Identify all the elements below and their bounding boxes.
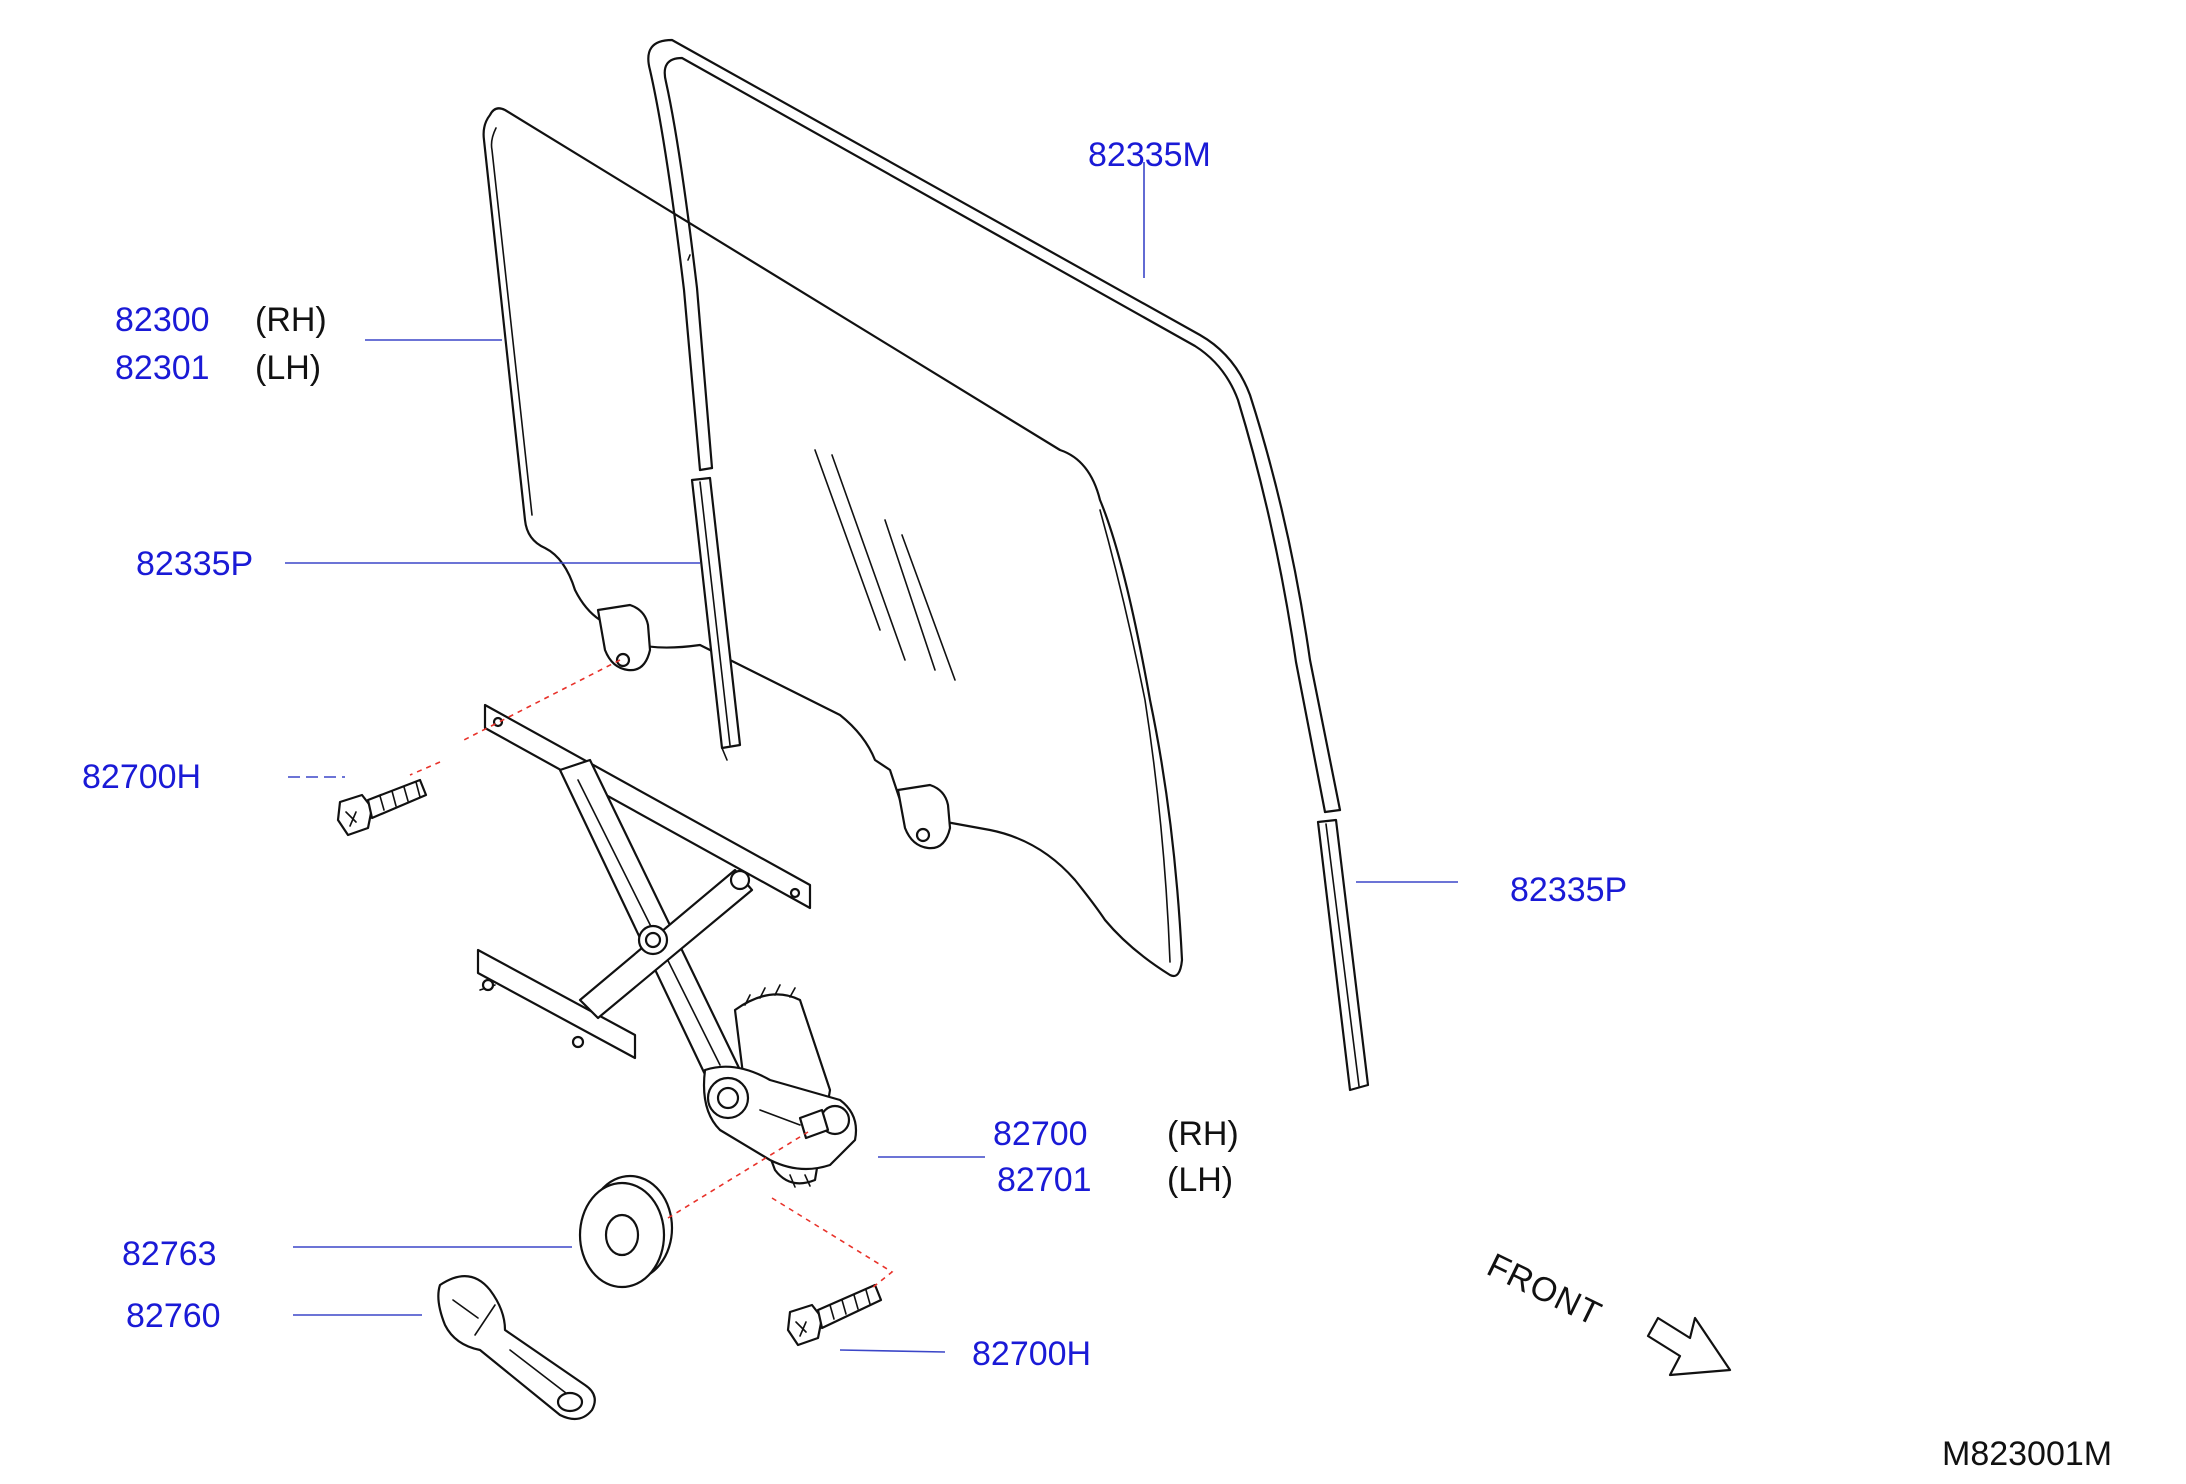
callout-bolt-upper[interactable]: 82700H bbox=[82, 758, 202, 796]
diagram-code: M823001M bbox=[1942, 1435, 2113, 1473]
glass-bracket-rear bbox=[596, 603, 652, 672]
escutcheon[interactable] bbox=[578, 1174, 674, 1289]
front-arrow-icon bbox=[1646, 1316, 1732, 1377]
door-glass[interactable] bbox=[482, 107, 1184, 978]
callout-glass-lh[interactable]: 82301 bbox=[115, 349, 210, 387]
callout-glass-rh[interactable]: 82300 bbox=[115, 301, 210, 339]
regulator-handle[interactable] bbox=[437, 1275, 596, 1421]
glass-bracket-front bbox=[896, 783, 952, 850]
window-regulator[interactable] bbox=[476, 703, 858, 1188]
callout-regulator-lh-side: (LH) bbox=[1167, 1161, 1234, 1199]
callout-handle[interactable]: 82760 bbox=[126, 1297, 221, 1335]
rear-sash-channel[interactable] bbox=[690, 476, 742, 761]
assembly-line-escutcheon bbox=[667, 1131, 809, 1219]
assembly-line-bolt-lower bbox=[771, 1197, 894, 1289]
assembly-line-bolt-upper bbox=[409, 761, 441, 776]
callout-glass-lh-side: (LH) bbox=[255, 349, 322, 387]
sash-molding-run-channel[interactable] bbox=[647, 38, 1342, 814]
leader-bolt-lower bbox=[839, 1349, 946, 1353]
bolt-upper[interactable] bbox=[336, 778, 428, 837]
callout-escutcheon[interactable]: 82763 bbox=[122, 1235, 217, 1273]
callout-front-sash[interactable]: 82335P bbox=[1510, 871, 1628, 909]
callout-glass-rh-side: (RH) bbox=[255, 301, 327, 339]
front-sash-channel[interactable] bbox=[1316, 818, 1370, 1092]
callout-regulator-lh[interactable]: 82701 bbox=[997, 1161, 1092, 1199]
callout-regulator-rh[interactable]: 82700 bbox=[993, 1115, 1088, 1153]
callout-bolt-lower[interactable]: 82700H bbox=[972, 1335, 1092, 1373]
callout-rear-sash[interactable]: 82335P bbox=[136, 545, 254, 583]
callout-regulator-rh-side: (RH) bbox=[1167, 1115, 1239, 1153]
assembly-line-glass-to-rail bbox=[459, 659, 621, 743]
bolt-lower[interactable] bbox=[786, 1283, 883, 1347]
callout-sash-molding[interactable]: 82335M bbox=[1088, 136, 1211, 174]
